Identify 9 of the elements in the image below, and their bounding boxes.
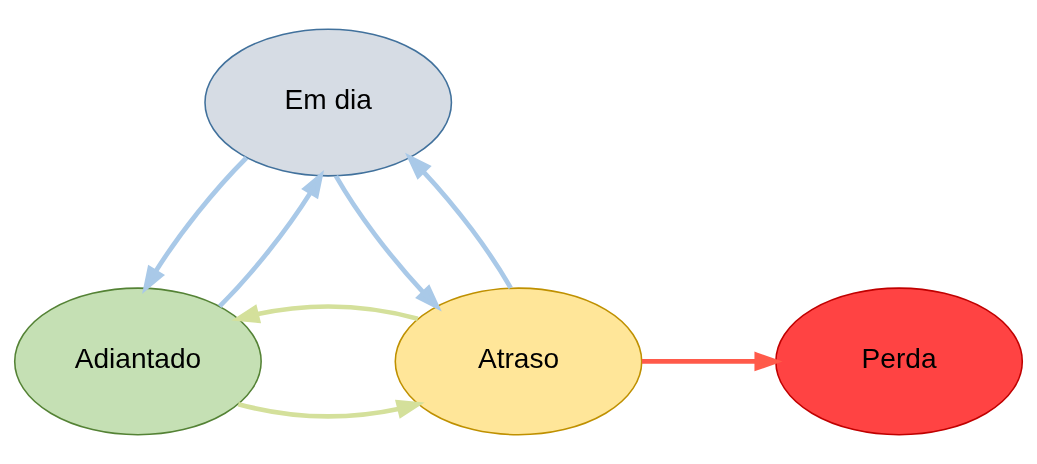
arrow [641,351,783,372]
arrow [142,156,249,294]
node-ellipse: Perda [775,287,1024,436]
node-ellipse: Em dia [204,28,453,177]
arrow [405,152,513,290]
arrow [333,174,442,312]
arrow [237,399,425,419]
arrow [231,304,419,324]
arrow [217,169,325,308]
